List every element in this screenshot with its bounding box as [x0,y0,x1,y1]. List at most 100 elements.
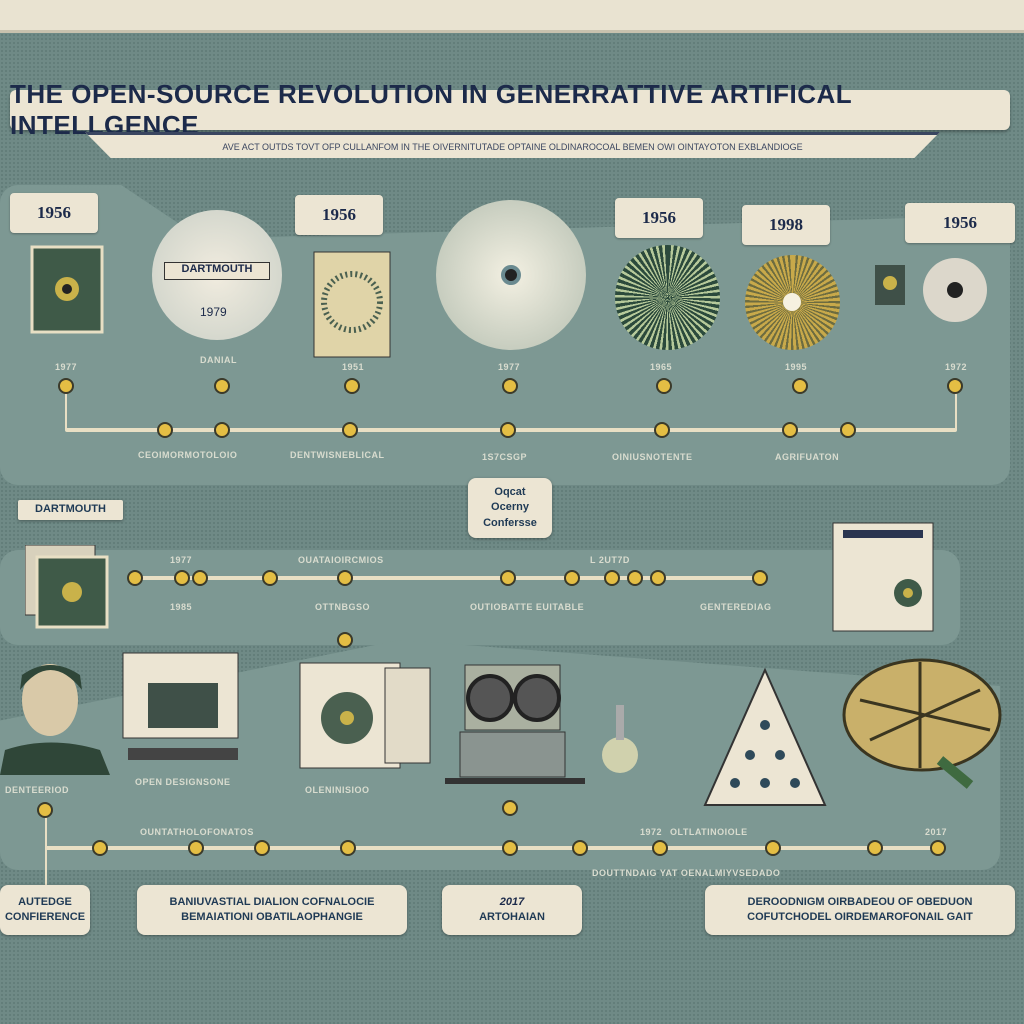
timeline-node[interactable] [342,422,358,438]
year-badge: 1956 [295,195,383,235]
circuit-book-icon [313,251,391,358]
timeline-label: 1965 [650,362,673,372]
year-badge: 1956 [10,193,98,233]
timeline-node[interactable] [127,570,143,586]
timeline-label: OUTIOBATTE EUITABLE [470,602,585,612]
portrait-illustration [0,664,110,775]
box-text: Ocerny [491,501,529,514]
timeline-label: DANIAL [200,355,237,365]
box-text: CONFIERENCE [4,911,86,923]
timeline-label: L 2UT7D [590,555,630,565]
connector-line [65,390,67,430]
timeline-node[interactable] [262,570,278,586]
timeline-label: GENTEREDIAG [700,602,772,612]
timeline-node[interactable] [947,378,963,394]
timeline-node[interactable] [92,840,108,856]
timeline-node[interactable] [157,422,173,438]
golden-burst-icon [745,255,840,350]
timeline-label: 2017 [925,827,948,837]
timeline-node[interactable] [58,378,74,394]
timeline-node[interactable] [500,570,516,586]
timeline-2 [130,576,762,580]
connector-line [45,815,47,885]
timeline-label: 1985 [170,602,193,612]
box-text: ARTOHAIAN [479,911,545,923]
timeline-node[interactable] [188,840,204,856]
lightbulb-icon [602,705,638,773]
timeline-node[interactable] [500,422,516,438]
timeline-label: 1972 [945,362,968,372]
timeline-node[interactable] [627,570,643,586]
machine-camera-icon [445,664,585,784]
timeline-label: OUNTATHOLOFONATOS [140,827,254,837]
timeline-node[interactable] [214,378,230,394]
year-badge: 1956 [615,198,703,238]
box-text: DEROODNIGM OIRBADEOU OF OBEDUON [747,895,973,908]
box-text: Confersse [483,516,537,529]
timeline-node[interactable] [502,840,518,856]
timeline-label: OINIUSNOTENTE [612,452,693,462]
timeline-node[interactable] [174,570,190,586]
timeline-node[interactable] [656,378,672,394]
timeline-label: 1S7CSGP [482,452,528,462]
year-badge: 1998 [742,205,830,245]
timeline-node[interactable] [782,422,798,438]
timeline-label: OLENINISIOO [305,785,370,795]
timeline-node[interactable] [930,840,946,856]
medallion-year: 1979 [200,305,227,319]
timeline-node[interactable] [502,800,518,816]
framed-chip-icon [30,245,104,334]
timeline-node[interactable] [654,422,670,438]
timeline-3 [45,846,945,850]
document-icon [832,522,934,632]
timeline-node[interactable] [792,378,808,394]
timeline-node[interactable] [337,570,353,586]
computer-workstation-icon [122,652,239,760]
open-book-icon [299,662,431,769]
box-text: 2017 [499,895,525,908]
timeline-label: 1977 [55,362,78,372]
timeline-node[interactable] [604,570,620,586]
timeline-node[interactable] [564,570,580,586]
timeline-label: 1995 [785,362,808,372]
timeline-node[interactable] [840,422,856,438]
timeline-node[interactable] [752,570,768,586]
timeline-node[interactable] [192,570,208,586]
timeline-label: DENTEERIOD [5,785,70,795]
box-text: BEMAIATIONI OBATILAOPHANGIE [181,911,363,923]
timeline-label: CEOIMORMOTOLOIO [138,450,238,460]
timeline-node[interactable] [652,840,668,856]
medallion: DARTMOUTH 1979 [152,210,282,340]
timeline-panel-2 [0,550,960,645]
timeline-node[interactable] [254,840,270,856]
timeline-node[interactable] [37,802,53,818]
timeline-label: OLTLATINOIOLE [670,827,748,837]
timeline-label: DOUTTNDAIG YAT OENALMIYVSEDADO [592,868,781,878]
tag-dartmouth: DARTMOUTH [18,500,123,520]
timeline-node[interactable] [765,840,781,856]
network-burst-icon [615,245,720,350]
timeline-label: OPEN DESIGNSONE [135,777,231,787]
timeline-node[interactable] [337,632,353,648]
connector-line [955,390,957,430]
timeline-label: 1972 [640,827,663,837]
timeline-label: OTTNBGSO [315,602,370,612]
timeline-node[interactable] [344,378,360,394]
timeline-node[interactable] [214,422,230,438]
timeline-node[interactable] [340,840,356,856]
timeline-label: 1977 [170,555,193,565]
pyramid-network-icon [703,667,827,806]
timeline-node[interactable] [572,840,588,856]
page-title: THE OPEN-SOURCE REVOLUTION IN GENERRATTI… [10,79,1010,140]
timeline-node[interactable] [867,840,883,856]
timeline-label: 1951 [342,362,365,372]
timeline-label: 1977 [498,362,521,372]
timeline-node[interactable] [502,378,518,394]
timeline-node[interactable] [650,570,666,586]
timeline-label: AGRIFUATON [775,452,840,462]
year-badge: 1956 [905,203,1015,243]
